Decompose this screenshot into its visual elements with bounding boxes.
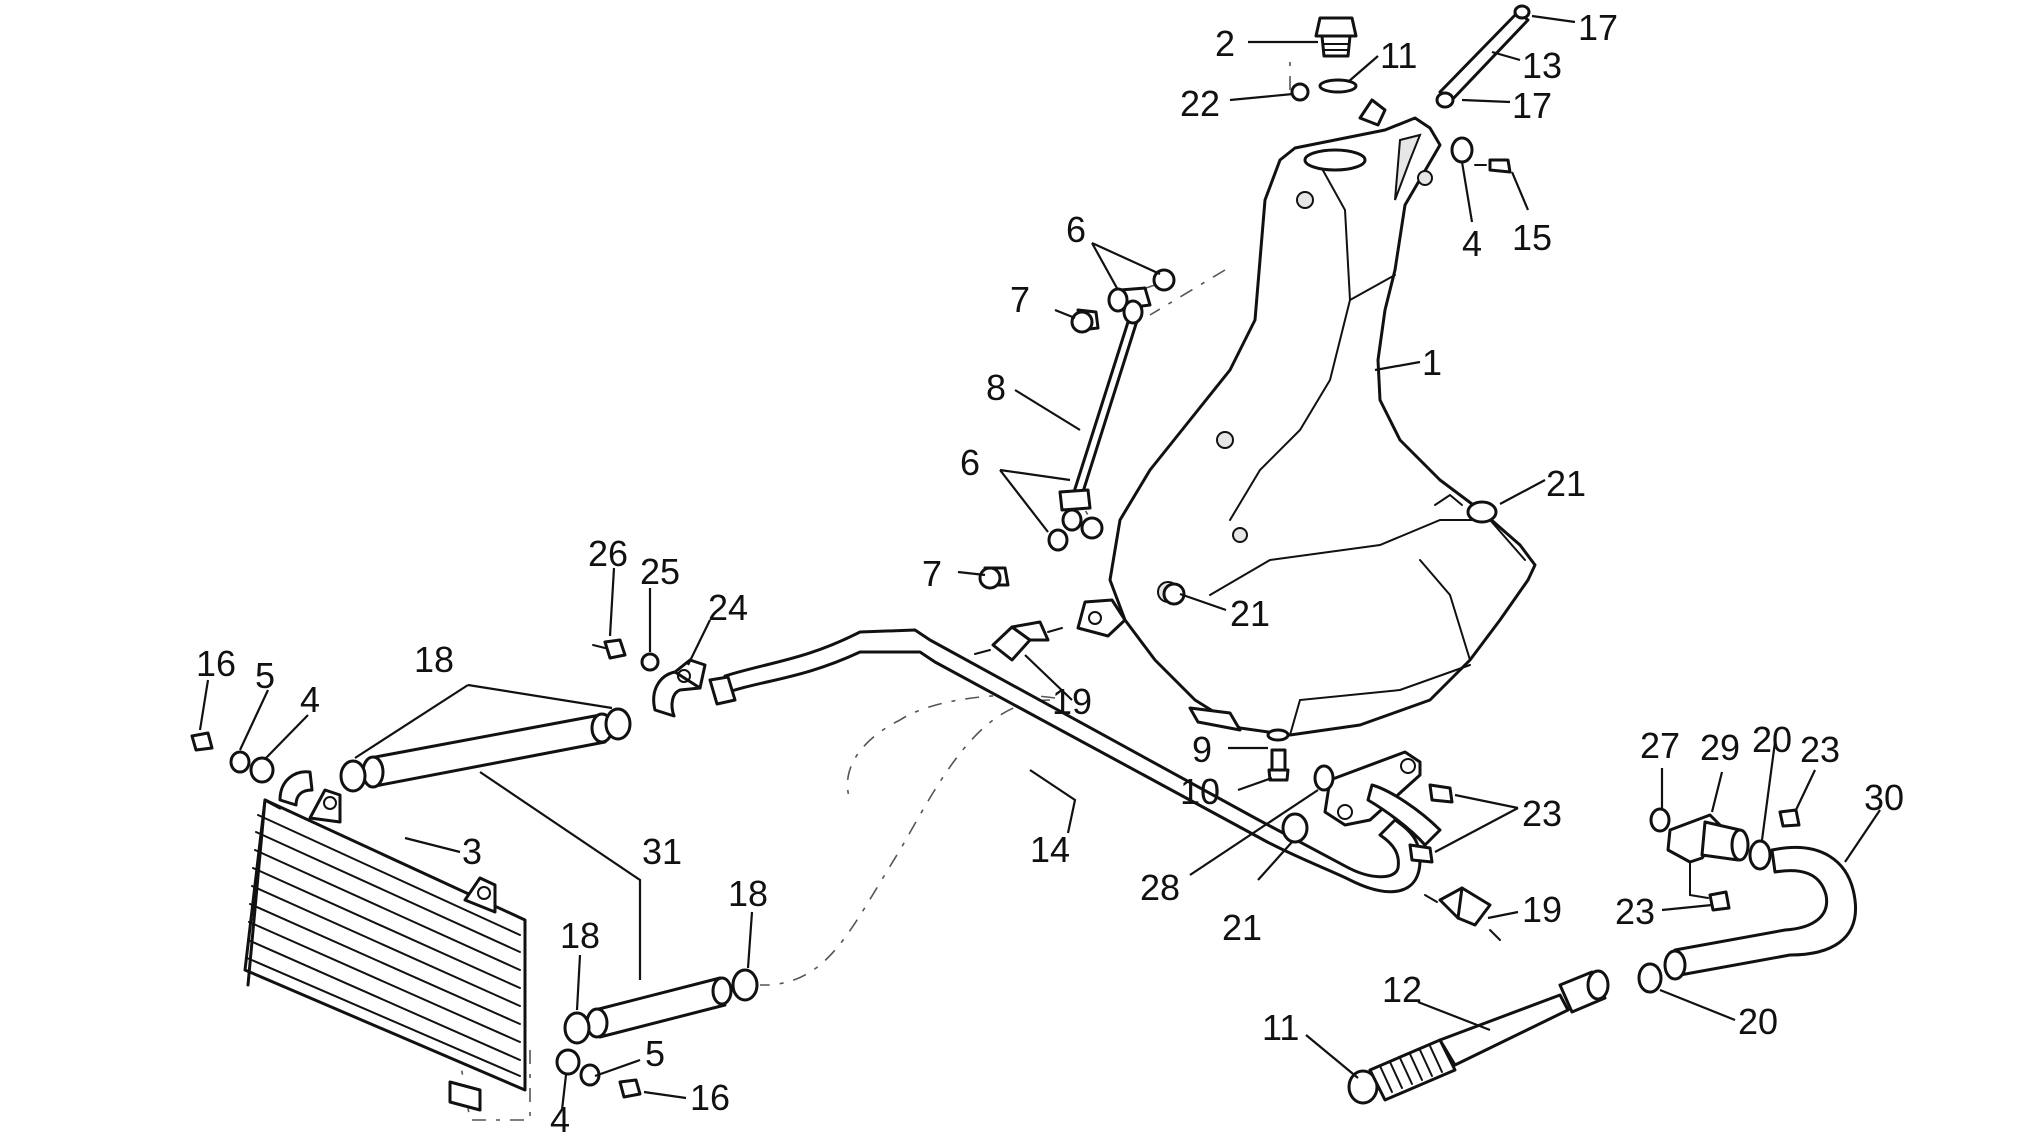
leader-lines [198, 14, 1881, 1111]
callout-16: 16 [196, 643, 236, 684]
callout-6: 6 [960, 442, 980, 483]
callout-17: 17 [1578, 7, 1618, 48]
callout-11: 11 [1380, 35, 1417, 76]
callout-21: 21 [1230, 593, 1270, 634]
callout-6: 6 [1066, 209, 1086, 250]
callout-27: 27 [1640, 725, 1680, 766]
vent-tube [1290, 4, 1531, 109]
callout-24: 24 [708, 587, 748, 628]
callout-17: 17 [1512, 85, 1552, 126]
callout-13: 13 [1522, 45, 1562, 86]
drain-plug [1266, 728, 1290, 782]
rubber-mount-lower [1424, 886, 1501, 941]
callout-numbers: 2 11 17 13 22 17 4 15 6 7 1 8 6 21 7 21 … [196, 7, 1904, 1134]
callout-18: 18 [560, 915, 600, 956]
callout-5: 5 [255, 655, 275, 696]
callout-10: 10 [1180, 771, 1220, 812]
cooler-fasteners-upper [190, 731, 275, 784]
callout-18: 18 [414, 639, 454, 680]
top-right-fastener [1450, 136, 1512, 174]
callout-25: 25 [640, 551, 680, 592]
callout-30: 30 [1864, 777, 1904, 818]
cooler-fasteners-lower [555, 1048, 642, 1099]
callout-1: 1 [1422, 342, 1442, 383]
oil-tank [1076, 98, 1537, 737]
callout-19: 19 [1522, 889, 1562, 930]
callout-16: 16 [690, 1077, 730, 1118]
callout-19: 19 [1052, 681, 1092, 722]
callout-23: 23 [1615, 891, 1655, 932]
hose-upper [339, 707, 632, 793]
rubber-mount-upper [974, 620, 1063, 662]
filler-cap [1314, 16, 1358, 94]
callout-20: 20 [1752, 719, 1792, 760]
callout-3: 3 [462, 831, 482, 872]
callout-26: 26 [588, 533, 628, 574]
callout-7: 7 [1010, 279, 1030, 320]
callout-14: 14 [1030, 829, 1070, 870]
small-plug-22 [1290, 82, 1310, 102]
pickup-strainer [1347, 969, 1610, 1105]
o-ring-cap [1318, 78, 1358, 94]
callout-7: 7 [922, 553, 942, 594]
pipe-flange [1281, 750, 1454, 864]
callout-2: 2 [1215, 23, 1235, 64]
o-ring-28 [1313, 764, 1335, 792]
callout-9: 9 [1192, 729, 1212, 770]
callout-31: 31 [642, 831, 682, 872]
callout-18: 18 [728, 873, 768, 914]
oil-cooler [243, 770, 527, 1112]
callout-8: 8 [986, 367, 1006, 408]
callout-5: 5 [645, 1033, 665, 1074]
callout-4: 4 [300, 679, 320, 720]
callout-23: 23 [1522, 793, 1562, 834]
callout-20: 20 [1738, 1001, 1778, 1042]
callout-4: 4 [1462, 223, 1482, 264]
breather-pipe [978, 268, 1176, 590]
callout-22: 22 [1180, 83, 1220, 124]
callout-23: 23 [1800, 729, 1840, 770]
callout-21: 21 [1546, 463, 1586, 504]
callout-12: 12 [1382, 969, 1422, 1010]
main-oil-pipe [708, 628, 1422, 894]
callout-28: 28 [1140, 867, 1180, 908]
callout-15: 15 [1512, 217, 1552, 258]
callout-29: 29 [1700, 727, 1740, 768]
callout-21: 21 [1222, 907, 1262, 948]
hose-lower [563, 968, 759, 1045]
callout-4: 4 [550, 1099, 570, 1134]
right-elbow-pipe [1637, 807, 1858, 994]
tank-plugs [1162, 500, 1498, 606]
callout-11: 11 [1262, 1007, 1299, 1048]
pipe-clamp [592, 638, 707, 718]
